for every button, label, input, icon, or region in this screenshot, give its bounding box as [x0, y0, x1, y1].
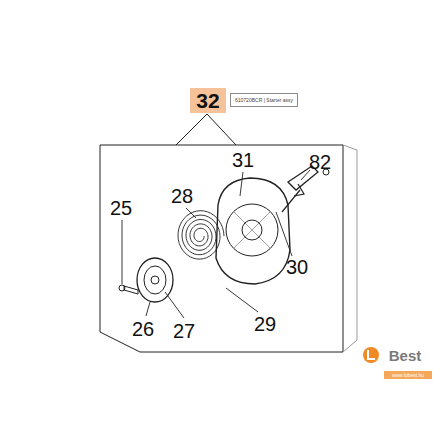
callout-number: 30	[286, 256, 308, 279]
part-info-box: 610720BCR | Starter assy	[230, 93, 298, 107]
starter-housing	[216, 178, 290, 284]
pulley-hub	[151, 276, 159, 284]
handle-grip	[294, 184, 304, 196]
leader-lines	[122, 170, 310, 318]
callout-number: 28	[171, 185, 193, 208]
logo-bar	[384, 371, 432, 379]
logo-text: Best	[389, 347, 422, 364]
spring-coil	[178, 211, 224, 259]
logo-url: www.lobest.hu	[392, 372, 424, 378]
callout-number: 27	[173, 320, 195, 343]
callout-number: 32	[190, 88, 226, 113]
callout-number: 25	[110, 197, 132, 220]
callout-number: 29	[254, 313, 276, 336]
callout-number: 82	[309, 151, 331, 174]
rewind-spring	[178, 211, 224, 259]
bracket-line	[176, 114, 236, 145]
housing-ribs	[234, 212, 270, 248]
logo-glyph	[368, 350, 375, 359]
group-frame-edge	[343, 145, 357, 352]
starter-rope	[282, 190, 300, 212]
housing-ring	[226, 204, 278, 256]
callout-text: 32	[196, 90, 219, 111]
screw	[124, 286, 138, 294]
group-frame	[100, 145, 343, 352]
part-info-text: 610720BCR | Starter assy	[235, 98, 293, 103]
screw-head	[119, 285, 125, 291]
logo-mark	[363, 347, 379, 363]
pulley-groove	[144, 266, 166, 294]
callout-number: 26	[132, 318, 154, 341]
callout-number: 31	[232, 149, 254, 172]
